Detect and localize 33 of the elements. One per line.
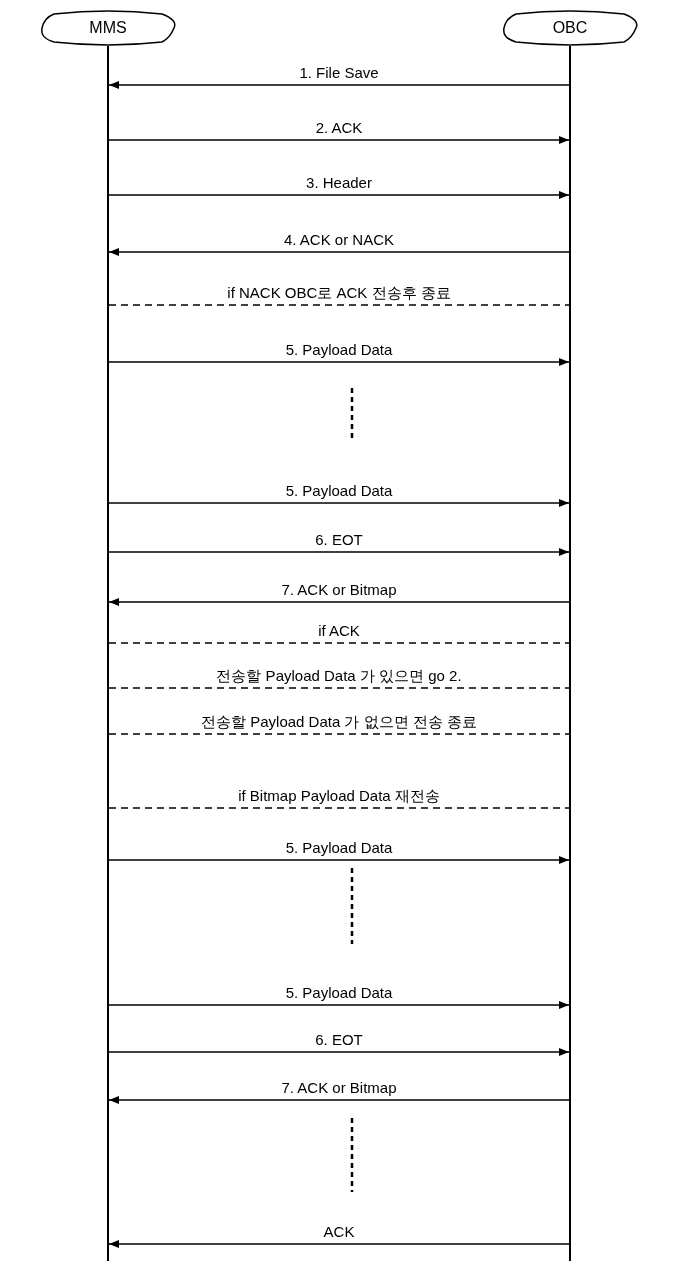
dashed-line [108, 807, 570, 809]
edge-label: 전송할 Payload Data 가 없으면 전송 종료 [199, 713, 479, 730]
edge-label: 7. ACK or Bitmap [279, 581, 399, 598]
dashed-line [108, 642, 570, 644]
message-arrow [108, 1240, 570, 1248]
message-arrow [108, 248, 570, 256]
dashed-line [108, 733, 570, 735]
message-arrow [108, 136, 570, 144]
message-arrow [108, 1001, 570, 1009]
edge-label: if Bitmap Payload Data 재전송 [236, 787, 442, 804]
edge-label: 3. Header [304, 174, 374, 191]
message-arrow [108, 856, 570, 864]
message-arrow [108, 598, 570, 606]
message-arrow [108, 499, 570, 507]
edge-label: 7. ACK or Bitmap [279, 1079, 399, 1096]
participant-name: MMS [89, 19, 127, 37]
edge-label: 5. Payload Data [283, 482, 395, 499]
message-arrow [108, 1096, 570, 1104]
edge-label: 전송할 Payload Data 가 있으면 go 2. [214, 667, 464, 684]
message-arrow [108, 548, 570, 556]
dashed-line [108, 304, 570, 306]
participant-name: OBC [552, 19, 588, 37]
message-arrow [108, 1048, 570, 1056]
edge-label: if NACK OBC로 ACK 전송후 종료 [225, 284, 453, 301]
edge-label: 5. Payload Data [283, 341, 395, 358]
message-arrow [108, 191, 570, 199]
edge-label: 1. File Save [297, 64, 381, 81]
message-arrow [108, 81, 570, 89]
dashed-line [108, 687, 570, 689]
edge-label: 5. Payload Data [283, 839, 395, 856]
edge-label: 5. Payload Data [283, 984, 395, 1001]
message-arrow [108, 358, 570, 366]
edge-label: if ACK [316, 622, 362, 639]
